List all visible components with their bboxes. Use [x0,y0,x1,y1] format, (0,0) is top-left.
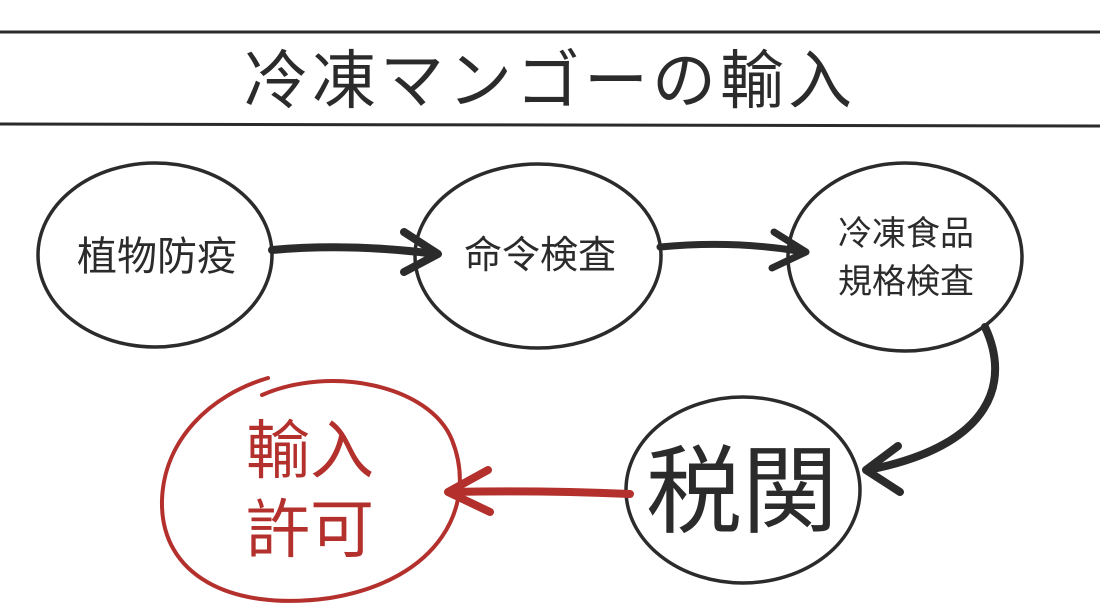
node-frozen-food-inspection-label-line1: 冷凍食品 [838,214,974,254]
node-plant-quarantine-label: 植物防疫 [77,234,237,280]
arrow-customs-to-permit-shaft [446,487,634,498]
node-import-permit-label-line2: 許可 [246,494,374,568]
arrow-customs-to-permit-head [444,466,494,516]
node-frozen-food-inspection: 冷凍食品 規格検査 [786,161,1024,353]
node-import-permit-circle [159,376,462,603]
arrow-order-to-frozen-shaft [656,240,808,256]
arrow-plant-to-order-head [400,228,442,276]
arrow-plant-to-order-shaft [268,243,440,258]
node-order-inspection: 命令検査 [413,162,663,350]
arrow-order-to-frozen-head [768,228,810,272]
arrow-frozen-to-customs-shaft [864,323,1000,474]
node-import-permit: 輸入 許可 [159,376,462,603]
title-bottom-rule [0,122,1100,128]
node-customs-label: 税関 [646,436,838,548]
arrow-frozen-to-customs [862,323,1000,496]
node-frozen-food-inspection-circle [786,161,1024,353]
arrow-plant-to-order [268,228,442,276]
node-customs: 税関 [624,395,862,585]
node-plant-quarantine-circle [36,161,274,349]
arrow-order-to-frozen [656,228,810,272]
page-title: 冷凍マンゴーの輸入 [244,45,856,119]
node-frozen-food-inspection-label-line2: 規格検査 [838,262,974,302]
node-plant-quarantine: 植物防疫 [36,161,274,349]
node-import-permit-label-line1: 輸入 [246,415,374,489]
node-order-inspection-label: 命令検査 [464,233,616,277]
arrow-frozen-to-customs-head [862,442,904,496]
arrow-customs-to-permit [444,466,634,516]
node-order-inspection-circle [413,162,663,350]
